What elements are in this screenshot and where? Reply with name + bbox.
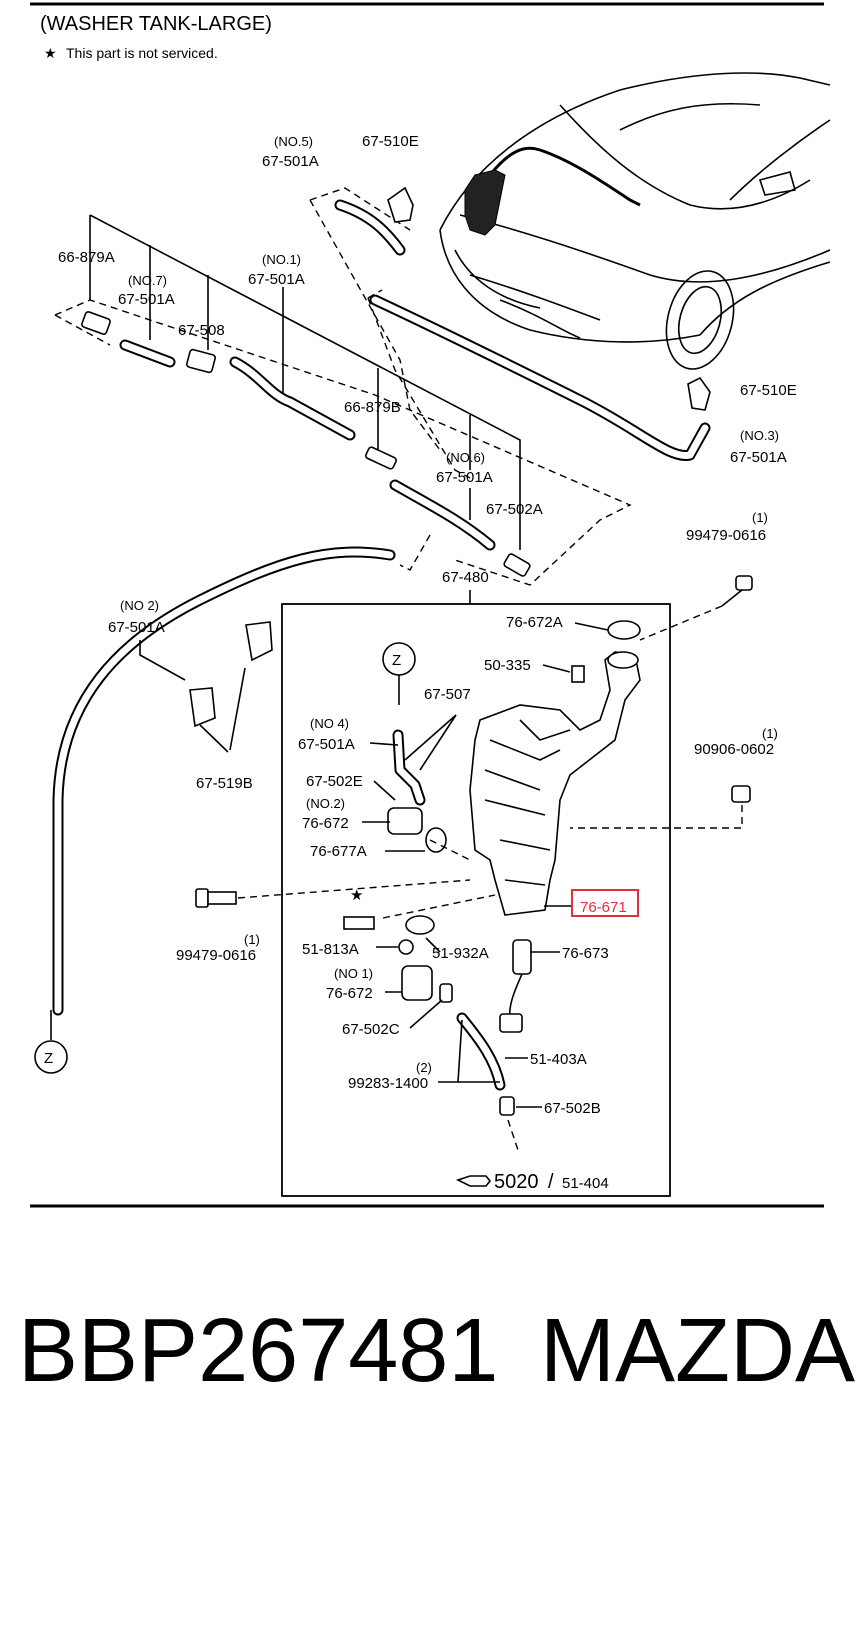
label-67-501a-no4[interactable]: 67-501A: [298, 736, 355, 753]
car-illustration: [439, 72, 831, 370]
note-text: This part is not serviced.: [66, 45, 218, 61]
label-ref-sep: /: [548, 1171, 554, 1193]
label-ref-51-404[interactable]: 51-404: [562, 1175, 609, 1192]
label-67-501a-no6[interactable]: 67-501A: [436, 469, 493, 486]
label-76-671[interactable]: 76-671: [580, 899, 627, 916]
joint-67-502a: [503, 553, 531, 577]
label-ref-5020[interactable]: 5020: [494, 1171, 539, 1193]
label-qty2: (2): [416, 1060, 432, 1075]
label-67-508[interactable]: 67-508: [178, 322, 225, 339]
z-marker-bottom: [34, 1040, 68, 1074]
pump-76-672-no1: [401, 965, 433, 1001]
label-67-501a-no7[interactable]: 67-501A: [118, 291, 175, 308]
label-no6: (NO.6): [446, 450, 485, 465]
highlight-76-671[interactable]: [571, 889, 639, 917]
label-qty1-b: (1): [762, 726, 778, 741]
label-67-502b[interactable]: 67-502B: [544, 1100, 601, 1117]
label-99283-1400[interactable]: 99283-1400: [348, 1075, 428, 1092]
z-bottom-label: Z: [44, 1050, 53, 1067]
tank-assembly-box: [281, 603, 671, 1197]
label-99479-0616-a[interactable]: 99479-0616: [686, 527, 766, 544]
label-no4: (NO 4): [310, 716, 349, 731]
label-76-673[interactable]: 76-673: [562, 945, 609, 962]
bolt-99479-0616-a: [639, 575, 753, 641]
label-star: ★: [350, 887, 363, 904]
pump-76-672-no2: [387, 807, 447, 853]
label-67-507[interactable]: 67-507: [424, 686, 471, 703]
upper-assembly-outline: [54, 299, 632, 586]
level-sensor-76-673: [499, 939, 532, 1033]
label-67-519b[interactable]: 67-519B: [196, 775, 253, 792]
z-top-label: Z: [392, 652, 401, 669]
label-qty1-c: (1): [244, 932, 260, 947]
cap-76-672a: [607, 620, 641, 640]
washer-tank-parts-diagram: (WASHER TANK-LARGE) ★ This part is not s…: [30, 2, 831, 1208]
label-67-502e[interactable]: 67-502E: [306, 773, 363, 790]
strainer-parts: [343, 915, 519, 1151]
label-51-813a[interactable]: 51-813A: [302, 941, 359, 958]
label-76-672-no1[interactable]: 76-672: [326, 985, 373, 1002]
label-no1-top: (NO.1): [262, 252, 301, 267]
label-no1-mid: (NO 1): [334, 966, 373, 981]
brand-name: MAZDA: [540, 1301, 855, 1401]
washer-tank-body: [469, 620, 641, 916]
label-67-501a-no1[interactable]: 67-501A: [248, 271, 305, 288]
label-no7: (NO.7): [128, 273, 167, 288]
label-67-510e-right[interactable]: 67-510E: [740, 382, 797, 399]
pointing-hand-icon: [455, 1175, 492, 1187]
label-67-480[interactable]: 67-480: [442, 569, 489, 586]
label-67-501a-no3[interactable]: 67-501A: [730, 449, 787, 466]
joint-66-879b: [365, 446, 397, 470]
part-number: BBP267481: [18, 1301, 499, 1401]
label-99479-0616-b[interactable]: 99479-0616: [176, 947, 256, 964]
label-50-335[interactable]: 50-335: [484, 657, 531, 674]
label-51-932a[interactable]: 51-932A: [432, 945, 489, 962]
label-90906-0602[interactable]: 90906-0602: [694, 741, 774, 758]
label-no2-mid: (NO.2): [306, 796, 345, 811]
part-labels: (NO.5) 67-501A 67-510E 66-879A (NO.7) 67…: [58, 133, 797, 1193]
label-76-677a[interactable]: 76-677A: [310, 843, 367, 860]
note-star: ★: [44, 45, 57, 61]
diagram-title: (WASHER TANK-LARGE): [40, 13, 272, 35]
label-67-501a-no2[interactable]: 67-501A: [108, 619, 165, 636]
clip-67-519b-b: [189, 687, 216, 728]
label-no5: (NO.5): [274, 134, 313, 149]
label-67-502a[interactable]: 67-502A: [486, 501, 543, 518]
bolt-99479-0616-b: [195, 879, 471, 908]
label-qty1-a: (1): [752, 510, 768, 525]
clip-50-335: [571, 665, 585, 683]
label-67-501a-no5[interactable]: 67-501A: [262, 153, 319, 170]
clip-67-519b-a: [245, 621, 273, 662]
label-67-502c[interactable]: 67-502C: [342, 1021, 400, 1038]
joint-66-879a: [81, 311, 111, 335]
label-no2-left: (NO 2): [120, 598, 159, 613]
nut-90906-0602: [570, 785, 751, 829]
label-67-510e-top[interactable]: 67-510E: [362, 133, 419, 150]
label-51-403a[interactable]: 51-403A: [530, 1051, 587, 1068]
nozzle-67-510e-right: [687, 376, 711, 411]
label-66-879a[interactable]: 66-879A: [58, 249, 115, 266]
check-valve-67-508: [185, 348, 217, 374]
label-66-879b[interactable]: 66-879B: [344, 399, 401, 416]
label-76-672-no2[interactable]: 76-672: [302, 815, 349, 832]
product-caption: BBP267481 MAZDA: [18, 1296, 858, 1406]
nozzle-67-510e-top: [387, 186, 414, 223]
label-no3: (NO.3): [740, 428, 779, 443]
label-76-672a[interactable]: 76-672A: [506, 614, 563, 631]
